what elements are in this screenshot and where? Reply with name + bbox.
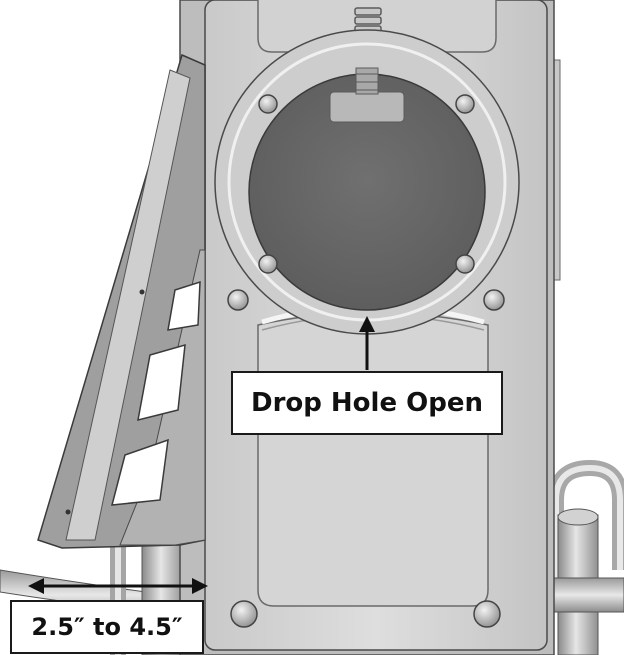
bolt — [473, 600, 501, 628]
pipe-horizontal-right — [547, 577, 624, 613]
bolt — [230, 600, 258, 628]
nut — [227, 289, 249, 311]
drop-hole-callout: Drop Hole Open — [231, 371, 503, 435]
spring — [354, 7, 382, 34]
plunger — [329, 91, 405, 123]
hole-ring — [214, 29, 520, 335]
tilted-bracket — [37, 53, 206, 549]
bolt — [258, 94, 278, 114]
bolt — [455, 254, 475, 274]
measurement-callout: 2.5″ to 4.5″ — [10, 600, 204, 654]
double-headed-arrow-icon — [28, 578, 208, 594]
lower-recess — [257, 311, 489, 607]
bolt — [455, 94, 475, 114]
bolt — [258, 254, 278, 274]
bracket-cutout — [137, 343, 186, 422]
bolts — [227, 94, 505, 628]
nut — [483, 289, 505, 311]
up-arrow-icon — [359, 316, 375, 370]
